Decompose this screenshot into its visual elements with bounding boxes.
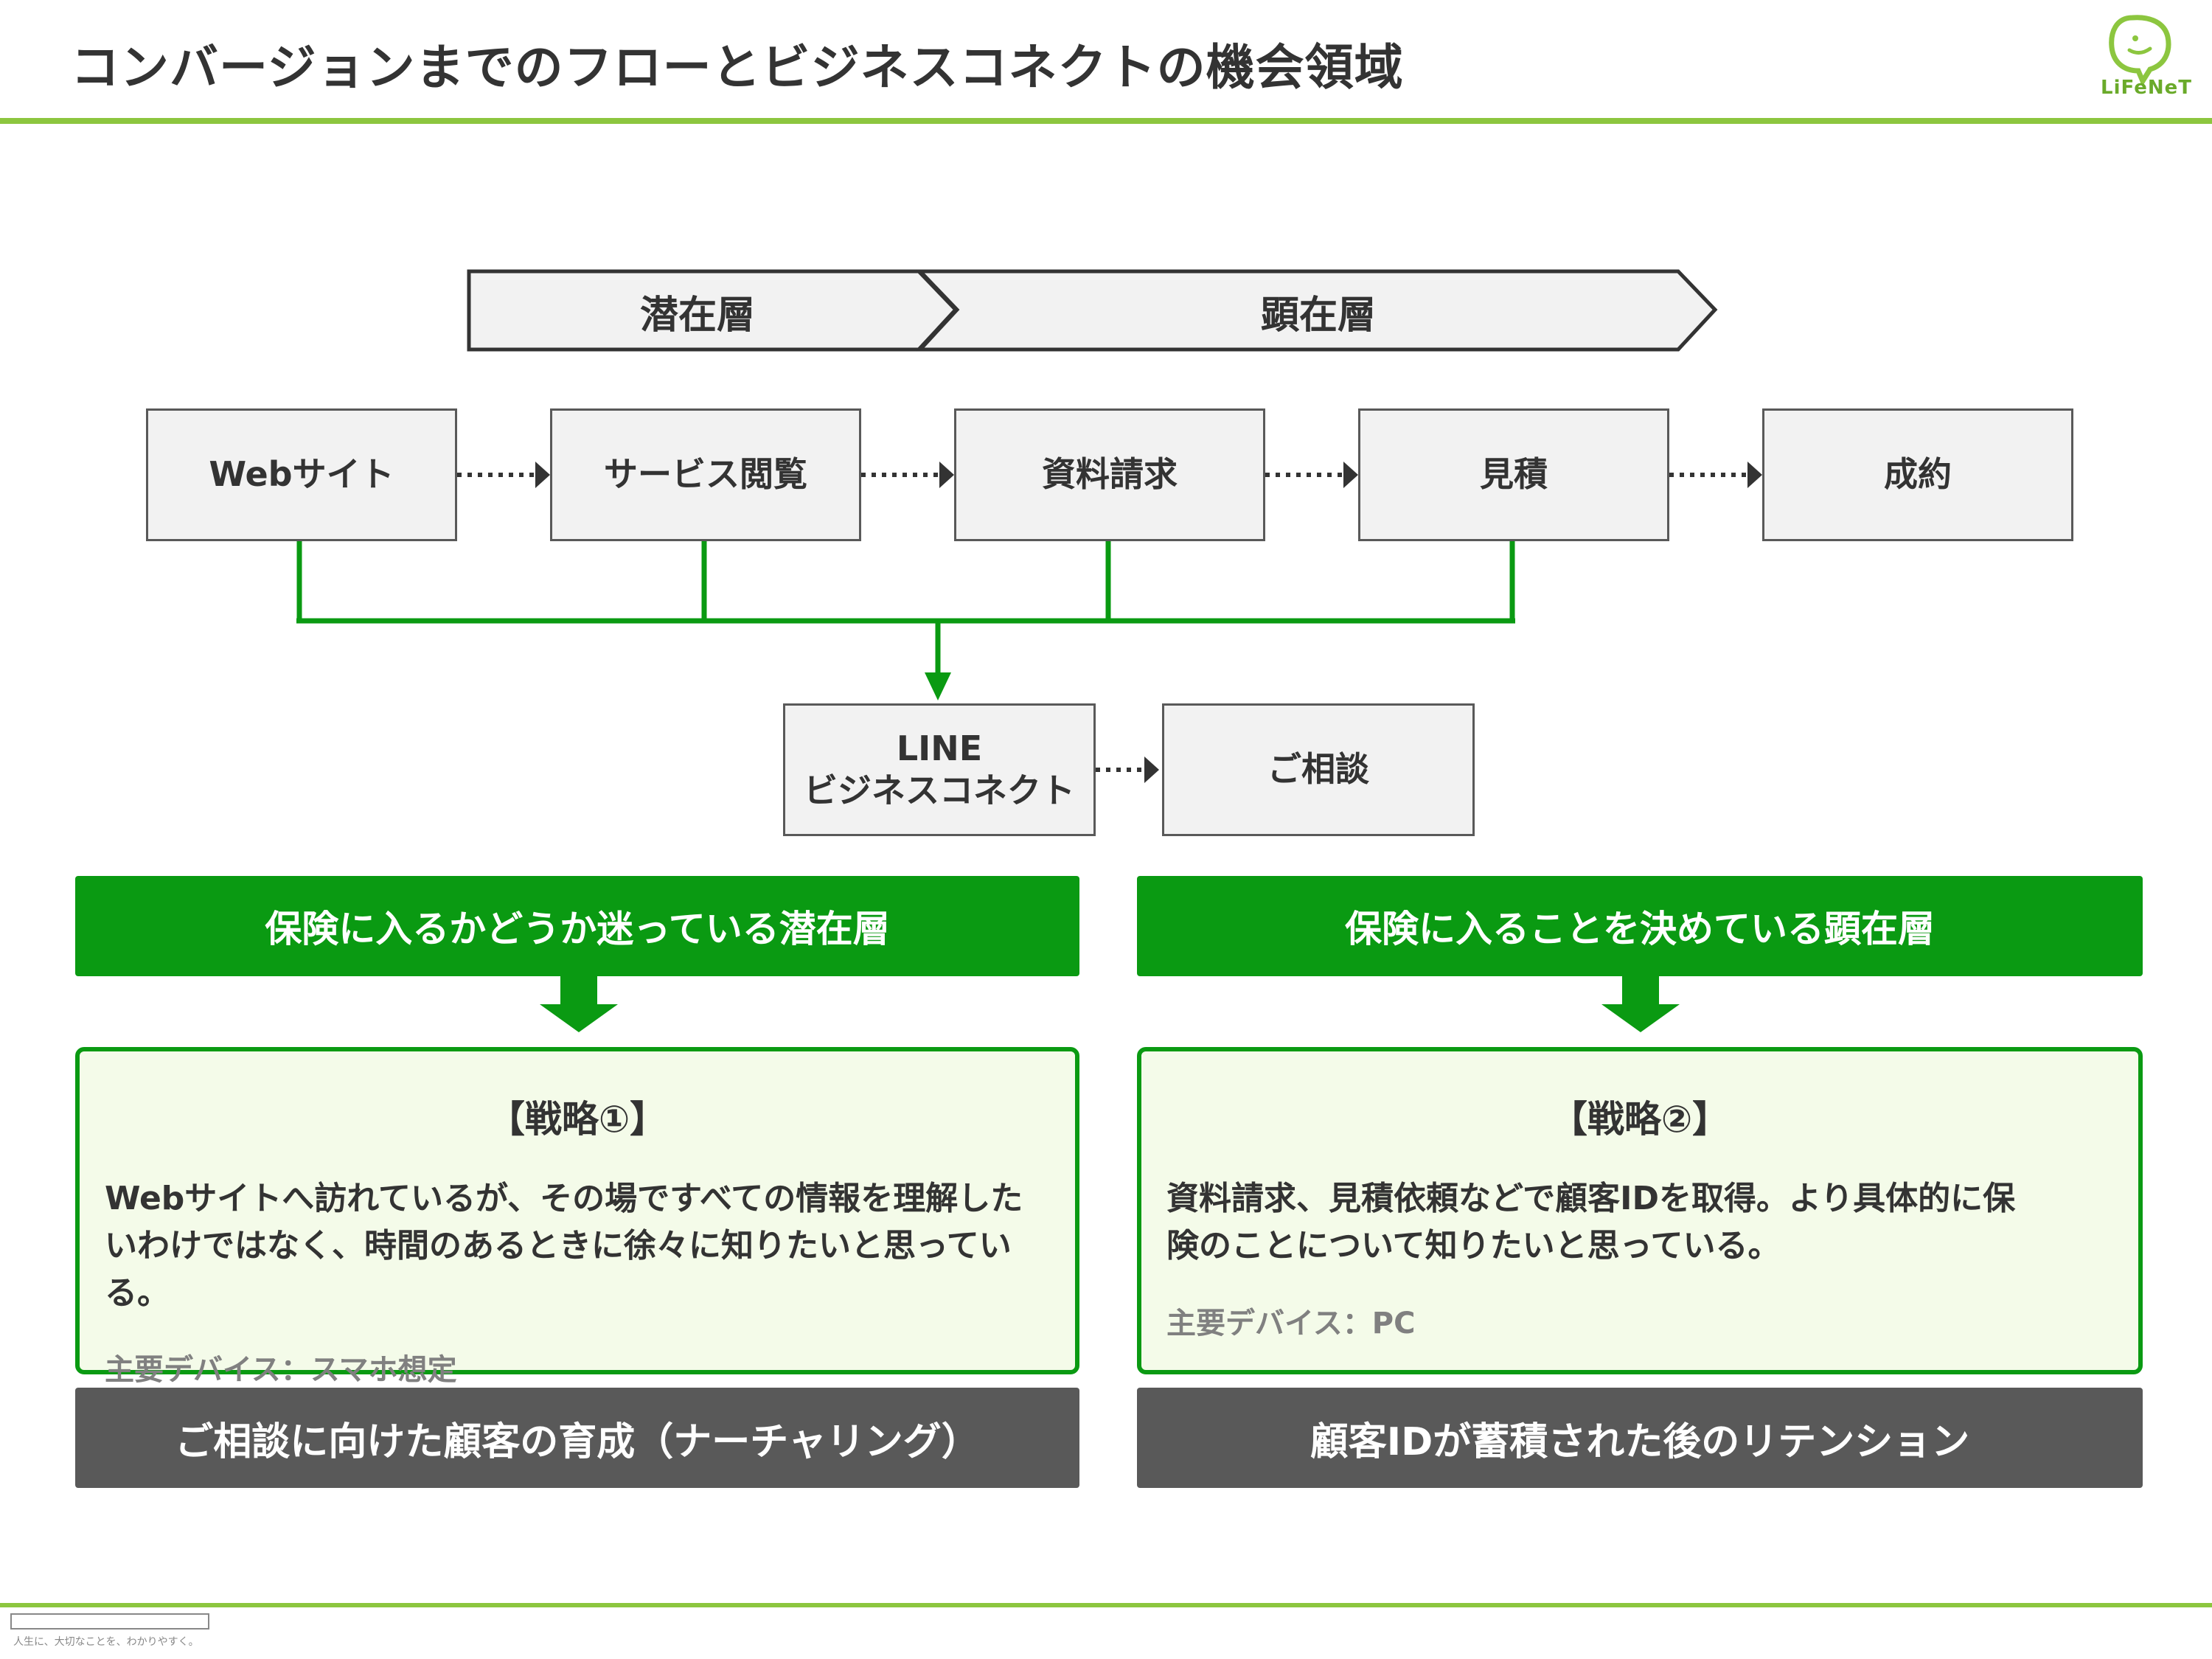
strategy-box-2: 【戦略②】 資料請求、見積依頼などで顧客IDを取得。より具体的に保 険のことにつ… [1137,1047,2143,1374]
logo-text: LiFeNeT [2101,77,2192,99]
green-arrow-head [925,672,951,700]
strategy-title-2: 【戦略②】 [1550,1098,1730,1141]
strategy-device-2: 主要デバイス：PC [1166,1306,1416,1340]
strategy-body-2-line2: 険のことについて知りたいと思っている。 [1166,1226,1781,1265]
strategy-body-1: Webサイトへ訪れているが、その場ですべての情報を理解した いわけではなく、時間… [105,1175,1050,1316]
consultation-box: ご相談 [1162,703,1475,836]
segment-footer-nurturing: ご相談に向けた顧客の育成（ナーチャリング） [75,1388,1079,1488]
down-arrow-left [540,976,618,1032]
line-business-connect-box: LINE ビジネスコネクト [783,703,1096,836]
footnote-box [10,1613,209,1630]
segment-header-manifest: 保険に入ることを決めている顕在層 [1137,876,2143,976]
segment-header-latent: 保険に入るかどうか迷っている潜在層 [75,876,1079,976]
flow-step-quote: 見積 [1358,408,1669,541]
strategy-body-1-line2: いわけではなく、時間のあるときに徐々に知りたいと思っている。 [105,1226,1012,1312]
strategy-title-1: 【戦略①】 [487,1098,667,1141]
footer-slogan: 人生に、大切なことを、わかりやすく。 [13,1636,199,1648]
flow-step-document-request: 資料請求 [954,408,1265,541]
line-box-line2: ビジネスコネクト [804,771,1075,810]
arrow-head-2 [939,462,954,488]
arrow-head-1 [535,462,550,488]
down-arrow-right [1601,976,1680,1032]
arrow-head-4 [1747,462,1762,488]
segment-footer-retention: 顧客IDが蓄積された後のリテンション [1137,1388,2143,1488]
strategy-body-2: 資料請求、見積依頼などで顧客IDを取得。より具体的に保 険のことについて知りたい… [1166,1175,2113,1270]
header-divider [0,118,2212,124]
lifenet-logo-icon [2109,15,2171,87]
flow-step-website: Webサイト [146,408,457,541]
arrow-head-3 [1343,462,1358,488]
flow-step-service-browse: サービス閲覧 [550,408,861,541]
page-title: コンバージョンまでのフローとビジネスコネクトの機会領域 [71,39,1404,96]
arrow-head-5 [1144,757,1159,783]
phase-label-manifest: 顕在層 [1260,293,1376,338]
phase-label-latent: 潜在層 [639,293,755,338]
strategy-box-1: 【戦略①】 Webサイトへ訪れているが、その場ですべての情報を理解した いわけで… [75,1047,1079,1387]
strategy-body-2-line1: 資料請求、見積依頼などで顧客IDを取得。より具体的に保 [1166,1180,2016,1217]
footer-divider [0,1603,2212,1607]
flow-step-contract: 成約 [1762,408,2073,541]
strategy-device-1: 主要デバイス：スマホ想定 [105,1353,457,1388]
line-box-line1: LINE [896,728,983,768]
strategy-body-1-line1: Webサイトへ訪れているが、その場ですべての情報を理解した [105,1180,1023,1217]
